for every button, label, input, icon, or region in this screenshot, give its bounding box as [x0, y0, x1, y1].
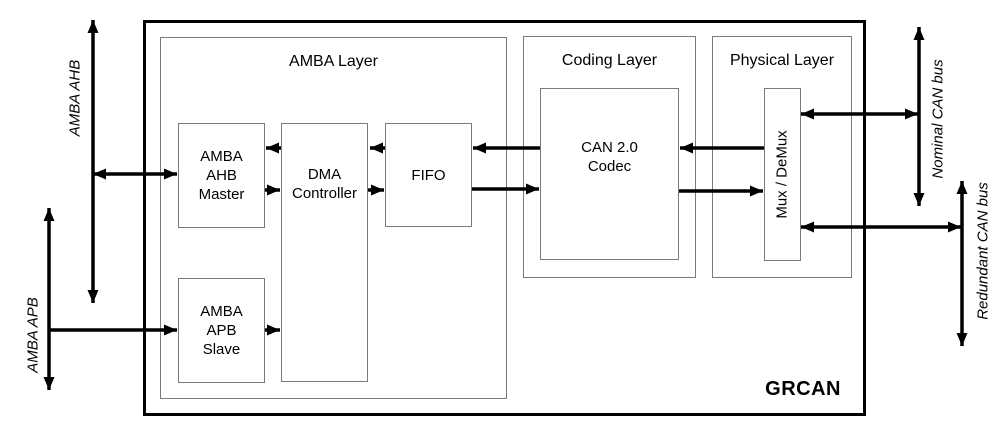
mux-demux-label: Mux / DeMux [774, 130, 792, 219]
can-codec-block: CAN 2.0 Codec [540, 88, 679, 260]
ahb-master-block: AMBA AHB Master [178, 123, 265, 228]
coding-layer-title: Coding Layer [561, 52, 658, 69]
nominal-can-bus-label: Nominal CAN bus [929, 59, 947, 179]
fifo-block: FIFO [385, 123, 472, 227]
grcan-core-title: GRCAN [765, 378, 841, 400]
grcan-outer-box: GRCAN [143, 20, 866, 416]
physical-layer-title: Physical Layer [729, 52, 835, 69]
ahb-master-label: AMBA AHB Master [198, 148, 245, 203]
mux-demux-block: Mux / DeMux [764, 88, 801, 261]
can-codec-label: CAN 2.0 Codec [581, 139, 638, 175]
dma-controller-block: DMA Controller [281, 123, 368, 382]
dma-controller-label: DMA Controller [291, 166, 358, 202]
apb-slave-block: AMBA APB Slave [178, 278, 265, 383]
amba-apb-bus-label: AMBA APB [24, 297, 42, 373]
fifo-label: FIFO [411, 166, 446, 184]
apb-slave-label: AMBA APB Slave [200, 303, 243, 358]
amba-ahb-bus-label: AMBA AHB [66, 59, 84, 137]
amba-layer-title: AMBA Layer [289, 53, 378, 70]
redundant-can-bus-label: Redundant CAN bus [974, 182, 992, 320]
